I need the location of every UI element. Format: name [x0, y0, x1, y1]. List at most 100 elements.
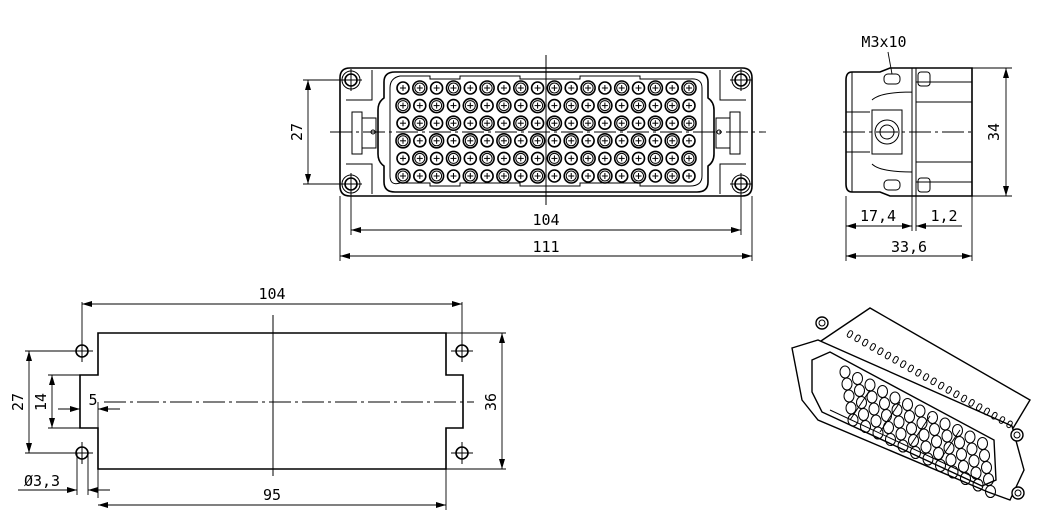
contact-hole — [513, 134, 528, 148]
side-housing-outline — [845, 67, 973, 197]
panel-dim-notch: 14 — [32, 393, 50, 411]
contact-hole — [429, 81, 444, 95]
iso-rib — [915, 368, 922, 377]
side-screw-top — [883, 71, 931, 87]
contact-hole — [463, 81, 478, 95]
contact-hole — [480, 134, 494, 148]
contact-hole — [564, 151, 579, 166]
iso-rib — [877, 347, 884, 356]
contact-hole — [665, 116, 680, 130]
front-insert-outline — [377, 71, 715, 193]
contact-hole — [446, 98, 461, 113]
contact-hole — [396, 81, 410, 95]
contact-hole — [496, 97, 512, 114]
contact-hole — [563, 133, 580, 149]
contact-hole — [614, 98, 629, 113]
contact-hole — [598, 116, 612, 130]
iso-rib — [884, 351, 892, 360]
side-dim-overall-depth: 33,6 — [891, 238, 927, 256]
contact-hole — [462, 133, 479, 149]
contact-hole — [613, 80, 630, 96]
contact-hole — [664, 168, 681, 184]
iso-front-opening — [811, 351, 997, 487]
contact-hole — [631, 116, 646, 130]
contact-hole — [597, 168, 613, 184]
contact-hole — [547, 98, 562, 113]
contact-hole — [513, 98, 528, 113]
contact-hole — [564, 116, 579, 130]
iso-contact — [947, 465, 959, 479]
contact-hole — [630, 168, 647, 184]
iso-contact — [860, 420, 871, 433]
contact-hole — [479, 150, 495, 167]
iso-rib — [968, 399, 975, 407]
iso-contact — [960, 472, 971, 485]
contact-hole — [665, 81, 680, 95]
iso-rib — [922, 373, 930, 381]
side-dim-left-depth: 17,4 — [860, 207, 896, 225]
contact-hole — [445, 80, 462, 96]
side-dim-height: 34 — [985, 123, 1003, 141]
contact-hole — [648, 98, 663, 113]
side-screw-bottom — [883, 177, 931, 193]
front-dim-overall-width: 111 — [532, 238, 559, 256]
contact-hole — [513, 169, 528, 183]
contact-hole — [395, 168, 411, 184]
contact-hole — [580, 80, 596, 96]
contact-hole — [496, 133, 512, 149]
contact-hole — [547, 169, 562, 183]
iso-rib — [953, 390, 960, 399]
side-view: M3x10 34 17,4 1,2 33,6 — [843, 33, 1012, 261]
cutout-outline — [79, 332, 464, 470]
contact-hole — [529, 168, 546, 184]
contact-hole — [580, 150, 596, 167]
panel-cutout-view: 104 36 27 14 5 Ø3,3 95 — [9, 285, 506, 510]
contact-hole — [446, 134, 461, 148]
contact-hole — [412, 98, 427, 113]
panel-dim-hole-diameter: Ø3,3 — [24, 472, 60, 490]
contact-hole — [480, 169, 494, 183]
contact-hole — [581, 169, 595, 183]
mounting-screw-icon — [730, 69, 752, 91]
iso-rib — [907, 364, 915, 373]
contact-hole — [479, 115, 495, 131]
contact-hole — [598, 81, 612, 95]
contact-hole — [428, 97, 445, 114]
iso-contacts — [839, 365, 996, 498]
iso-contact — [985, 485, 996, 498]
contact-hole — [614, 134, 629, 148]
contact-hole — [462, 168, 479, 184]
front-flange-outline — [339, 67, 753, 197]
iso-rib — [998, 416, 1006, 424]
contact-hole — [463, 116, 478, 130]
side-dim-flange: 1,2 — [930, 207, 957, 225]
iso-top-ribs — [846, 330, 1013, 429]
screw-label: M3x10 — [861, 33, 906, 51]
contact-hole — [512, 80, 529, 96]
contact-hole — [529, 133, 546, 149]
contact-hole — [428, 168, 445, 184]
contact-hole — [630, 133, 647, 149]
contact-hole — [462, 97, 479, 114]
contact-hole — [647, 150, 664, 167]
contact-hole — [445, 150, 462, 167]
contact-hole — [613, 115, 630, 131]
panel-dim-cutout-width: 95 — [263, 486, 281, 504]
contact-hole — [480, 98, 494, 113]
contact-hole — [648, 134, 663, 148]
front-dim-height: 27 — [288, 123, 306, 141]
iso-rib — [991, 411, 998, 420]
contact-hole — [429, 116, 444, 130]
contact-hole — [411, 150, 428, 167]
contact-hole — [411, 115, 428, 131]
contact-hole — [497, 81, 511, 95]
contact-hole — [681, 115, 697, 131]
contact-hole — [429, 151, 444, 166]
contact-hole — [631, 151, 646, 166]
contact-hole — [396, 151, 410, 166]
iso-rib — [899, 360, 907, 368]
iso-rib — [846, 330, 854, 338]
contact-hole — [546, 80, 563, 96]
panel-dim-hole-vertical: 27 — [9, 393, 27, 411]
contact-hole — [614, 169, 629, 183]
